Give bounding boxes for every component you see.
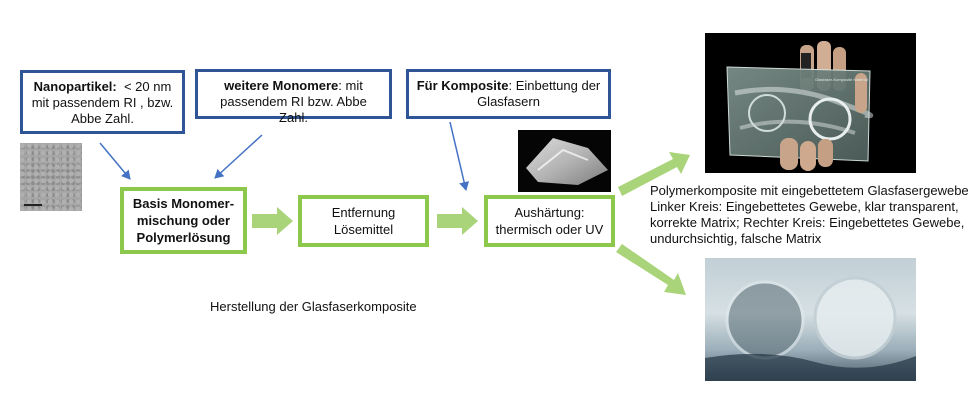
- monomers-title: weitere Monomere: [224, 78, 339, 93]
- circles-graphic: [705, 258, 916, 381]
- caption-line1: Polymerkomposite mit eingebettetem Glasf…: [650, 183, 969, 198]
- caption-line4: undurchsichtig, falsche Matrix: [650, 231, 822, 246]
- arrow-nanoparticles-to-basis: [99, 142, 131, 180]
- arrow-basis-to-solvent: [252, 207, 293, 235]
- composite-film-photo: [518, 130, 611, 192]
- arrow-curing-to-bottom-photo: [616, 244, 686, 295]
- solvent-line1: Entfernung: [331, 205, 396, 220]
- tem-nanoparticle-image: [20, 143, 82, 211]
- nanoparticles-size: < 20 nm: [116, 79, 172, 94]
- circles-closeup-photo: [705, 258, 916, 381]
- caption-line2: Linker Kreis: Eingebettetes Gewebe, klar…: [650, 199, 959, 214]
- nanoparticles-line2: mit passendem RI , bzw.: [31, 95, 174, 110]
- solvent-line2: Lösemittel: [333, 222, 394, 237]
- curing-line2: thermisch oder UV: [495, 222, 604, 237]
- monomers-rest: : mit: [338, 78, 363, 93]
- solvent-removal-box: Entfernung Lösemittel: [298, 195, 429, 247]
- glass-plate-graphic: Glasfaser-Komposite Material: [726, 41, 874, 171]
- basis-line1: Basis Monomer-: [132, 196, 235, 211]
- basis-line3: Polymerlösung: [136, 230, 231, 245]
- glass-plate-hand-photo: Glasfaser-Komposite Material: [705, 33, 916, 173]
- curing-box: Aushärtung: thermisch oder UV: [484, 195, 615, 247]
- film-sheet-graphic: [526, 138, 608, 185]
- glass-plate-label: Glasfaser-Komposite Material: [815, 77, 868, 82]
- composites-box: Für Komposite: Einbettung der Glasfasern: [406, 69, 611, 119]
- basis-line2: mischung oder: [136, 213, 231, 228]
- monomers-box: weitere Monomere: mit passendem RI bzw. …: [195, 69, 392, 125]
- nanoparticles-box: Nanopartikel: < 20 nm mit passendem RI ,…: [20, 70, 185, 134]
- basis-mixture-box: Basis Monomer- mischung oder Polymerlösu…: [120, 187, 247, 254]
- composites-rest: : Einbettung der: [508, 78, 601, 93]
- arrow-composites-to-curing: [449, 121, 470, 191]
- nanoparticles-title: Nanopartikel:: [33, 79, 117, 94]
- composites-line2: Glasfasern: [477, 94, 540, 109]
- arrow-monomers-to-basis: [214, 134, 263, 179]
- composites-title: Für Komposite: [416, 78, 509, 93]
- caption-line3: korrekte Matrix; Rechter Kreis: Eingebet…: [650, 215, 965, 230]
- arrow-curing-to-top-photo: [618, 152, 690, 196]
- curing-line1: Aushärtung:: [514, 205, 585, 220]
- result-caption: Polymerkomposite mit eingebettetem Glasf…: [650, 183, 977, 247]
- diagram-title: Herstellung der Glasfaserkomposite: [210, 299, 417, 314]
- arrow-solvent-to-curing: [437, 207, 478, 235]
- nanoparticles-line3: Abbe Zahl.: [71, 111, 134, 126]
- monomers-line2: passendem RI bzw. Abbe Zahl.: [220, 94, 367, 125]
